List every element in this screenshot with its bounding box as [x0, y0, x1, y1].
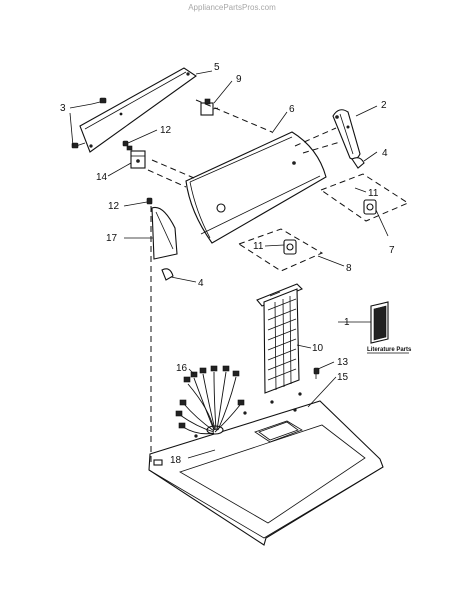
callout-18: 18 — [170, 455, 182, 466]
callout-numbers: 5 9 6 2 3 12 4 14 11 12 17 11 7 8 4 1 10… — [60, 62, 395, 466]
callout-8: 8 — [346, 263, 352, 274]
screw-12-upper-part[interactable] — [122, 140, 129, 147]
bracket-left-part[interactable] — [283, 239, 297, 255]
callout-2: 2 — [381, 100, 387, 111]
callout-6: 6 — [289, 104, 295, 115]
callout-14: 14 — [96, 172, 108, 183]
top-panel-part[interactable] — [148, 392, 384, 546]
callout-7: 7 — [389, 245, 395, 256]
callout-4-upper: 4 — [382, 148, 388, 159]
callout-11-left: 11 — [253, 241, 264, 252]
callout-3: 3 — [60, 103, 66, 114]
console-part[interactable] — [185, 131, 327, 244]
clip-lower-part[interactable] — [161, 268, 174, 281]
screw-13-part[interactable] — [313, 367, 320, 379]
bracket-right-part[interactable] — [363, 199, 377, 215]
lint-filter-part[interactable] — [256, 283, 303, 394]
callout-12-upper: 12 — [160, 125, 172, 136]
callout-5: 5 — [214, 62, 220, 73]
callout-13: 13 — [337, 357, 349, 368]
callout-10: 10 — [312, 343, 324, 354]
end-cap-right-part[interactable] — [332, 109, 361, 160]
screw-part[interactable] — [71, 97, 107, 149]
assembly-dashed-lines — [147, 99, 410, 466]
mounting-bracket-part[interactable] — [126, 145, 146, 169]
callout-11-right: 11 — [368, 188, 379, 199]
clip-upper-part[interactable] — [351, 157, 365, 169]
watermark: AppliancePartsPros.com — [188, 3, 276, 12]
callout-17: 17 — [106, 233, 118, 244]
callout-12-lower: 12 — [108, 201, 120, 212]
leader-lines — [69, 70, 389, 459]
callout-9: 9 — [236, 74, 242, 85]
callout-1: 1 — [344, 317, 350, 328]
end-cap-left-part[interactable] — [151, 206, 178, 260]
screw-12-lower-part[interactable] — [146, 197, 153, 205]
rear-panel-part[interactable] — [79, 67, 197, 153]
literature-parts-label: Literature Parts — [367, 347, 412, 353]
callout-15: 15 — [337, 372, 349, 383]
literature-parts-part[interactable] — [370, 301, 389, 344]
callout-16: 16 — [176, 363, 188, 374]
callout-4-lower: 4 — [198, 278, 204, 289]
wire-harness-part[interactable] — [175, 365, 245, 435]
